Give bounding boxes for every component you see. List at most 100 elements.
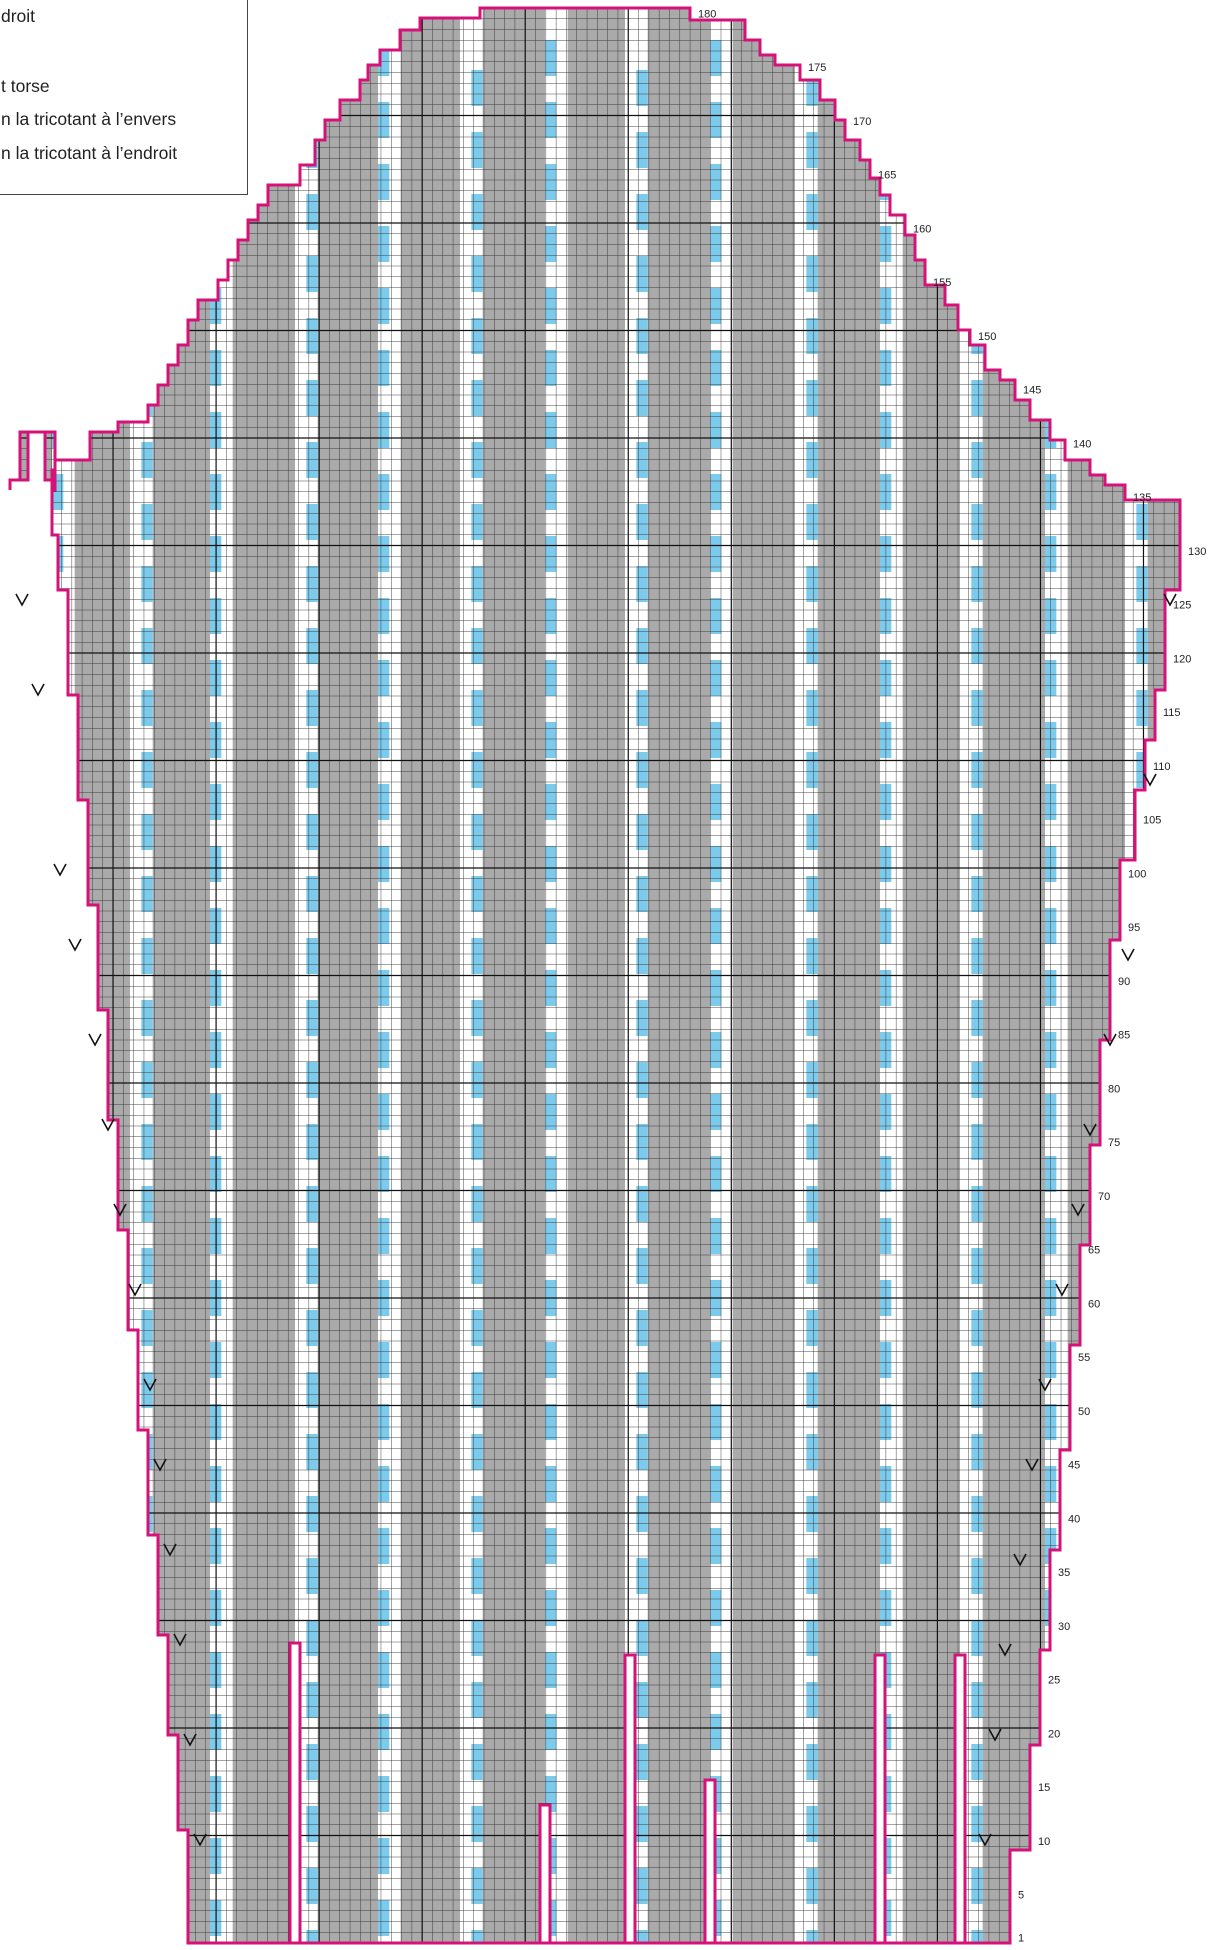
blue-stitch <box>806 442 817 478</box>
blue-stitch <box>971 1496 982 1532</box>
blue-stitch <box>710 784 721 820</box>
row-number-label: 110 <box>1153 761 1171 773</box>
blue-stitch <box>806 814 817 850</box>
row-number-label: 5 <box>1018 1890 1024 1902</box>
blue-stitch <box>806 70 817 106</box>
blue-stitch <box>636 256 647 292</box>
blue-stitch <box>806 1620 817 1656</box>
blue-stitch <box>471 256 482 292</box>
blue-stitch <box>710 908 721 944</box>
blue-stitch <box>1136 380 1147 416</box>
blue-stitch <box>806 1806 817 1842</box>
blue-stitch <box>806 752 817 788</box>
blue-stitch <box>545 1094 556 1130</box>
blue-stitch <box>471 1496 482 1532</box>
blue-stitch <box>710 846 721 882</box>
slit <box>705 1780 715 1943</box>
blue-stitch <box>806 194 817 230</box>
blue-stitch <box>471 1062 482 1098</box>
blue-stitch <box>545 1652 556 1688</box>
bind-off-mark <box>69 939 81 950</box>
blue-stitch <box>1136 442 1147 478</box>
blue-stitch <box>306 1248 317 1284</box>
blue-stitch <box>971 1062 982 1098</box>
blue-stitch <box>710 1404 721 1440</box>
blue-stitch <box>545 722 556 758</box>
blue-stitch <box>52 660 63 696</box>
blue-stitch <box>636 1806 647 1842</box>
blue-stitch <box>306 814 317 850</box>
blue-stitch <box>306 876 317 912</box>
blue-stitch <box>710 1466 721 1502</box>
bind-off-mark <box>54 864 66 875</box>
blue-stitch <box>471 1000 482 1036</box>
blue-stitch <box>141 814 152 850</box>
blue-stitch <box>636 380 647 416</box>
blue-stitch <box>306 194 317 230</box>
blue-stitch <box>1045 288 1056 324</box>
blue-stitch <box>52 1466 63 1502</box>
blue-stitch <box>1045 226 1056 262</box>
blue-stitch <box>545 40 556 76</box>
blue-stitch <box>1045 1900 1056 1936</box>
blue-stitch <box>378 908 389 944</box>
blue-stitch <box>545 1466 556 1502</box>
blue-stitch <box>52 1528 63 1564</box>
blue-stitch <box>52 970 63 1006</box>
blue-stitch <box>806 690 817 726</box>
slit <box>540 1805 550 1943</box>
blue-stitch <box>141 1000 152 1036</box>
blue-stitch <box>378 1714 389 1750</box>
blue-stitch <box>378 1156 389 1192</box>
blue-stitch <box>306 1310 317 1346</box>
blue-stitch <box>1136 132 1147 168</box>
blue-stitch <box>971 1248 982 1284</box>
row-number-label: 145 <box>1023 385 1041 397</box>
blue-stitch <box>710 1652 721 1688</box>
row-number-label: 20 <box>1048 1728 1060 1740</box>
blue-stitch <box>1136 318 1147 354</box>
blue-stitch <box>306 1620 317 1656</box>
blue-stitch <box>806 318 817 354</box>
blue-stitch <box>141 256 152 292</box>
blue-stitch <box>1136 1930 1147 1945</box>
blue-stitch <box>378 536 389 572</box>
blue-stitch <box>545 1156 556 1192</box>
blue-stitch <box>636 194 647 230</box>
blue-stitch <box>971 1558 982 1594</box>
blue-stitch <box>52 722 63 758</box>
blue-stitch <box>636 442 647 478</box>
row-number-label: 40 <box>1068 1513 1080 1525</box>
blue-stitch <box>710 102 721 138</box>
blue-stitch <box>1136 566 1147 602</box>
blue-stitch <box>471 752 482 788</box>
row-number-label: 105 <box>1143 815 1161 827</box>
row-number-label: 175 <box>808 62 826 74</box>
blue-stitch <box>471 442 482 478</box>
blue-stitch <box>710 1094 721 1130</box>
blue-stitch <box>471 1310 482 1346</box>
blue-stitch <box>141 442 152 478</box>
blue-stitch <box>378 412 389 448</box>
row-number-label: 60 <box>1088 1298 1100 1310</box>
blue-stitch <box>971 1682 982 1718</box>
blue-stitch <box>636 1558 647 1594</box>
rib-column <box>52 0 75 1945</box>
blue-stitch <box>378 598 389 634</box>
blue-stitch <box>378 1094 389 1130</box>
blue-stitch <box>806 380 817 416</box>
blue-stitch <box>471 690 482 726</box>
blue-stitch <box>880 40 891 76</box>
blue-stitch <box>545 1528 556 1564</box>
blue-stitch <box>141 1806 152 1842</box>
blue-stitch <box>545 474 556 510</box>
blue-stitch <box>306 1372 317 1408</box>
blue-stitch <box>971 876 982 912</box>
blue-stitch <box>471 876 482 912</box>
blue-stitch <box>971 566 982 602</box>
row-number-label: 90 <box>1118 976 1130 988</box>
blue-stitch <box>806 1124 817 1160</box>
blue-stitch <box>636 566 647 602</box>
row-number-label: 65 <box>1088 1245 1100 1257</box>
legend-item-knit-pickup: n la tricotant à l’endroit <box>1 143 177 164</box>
